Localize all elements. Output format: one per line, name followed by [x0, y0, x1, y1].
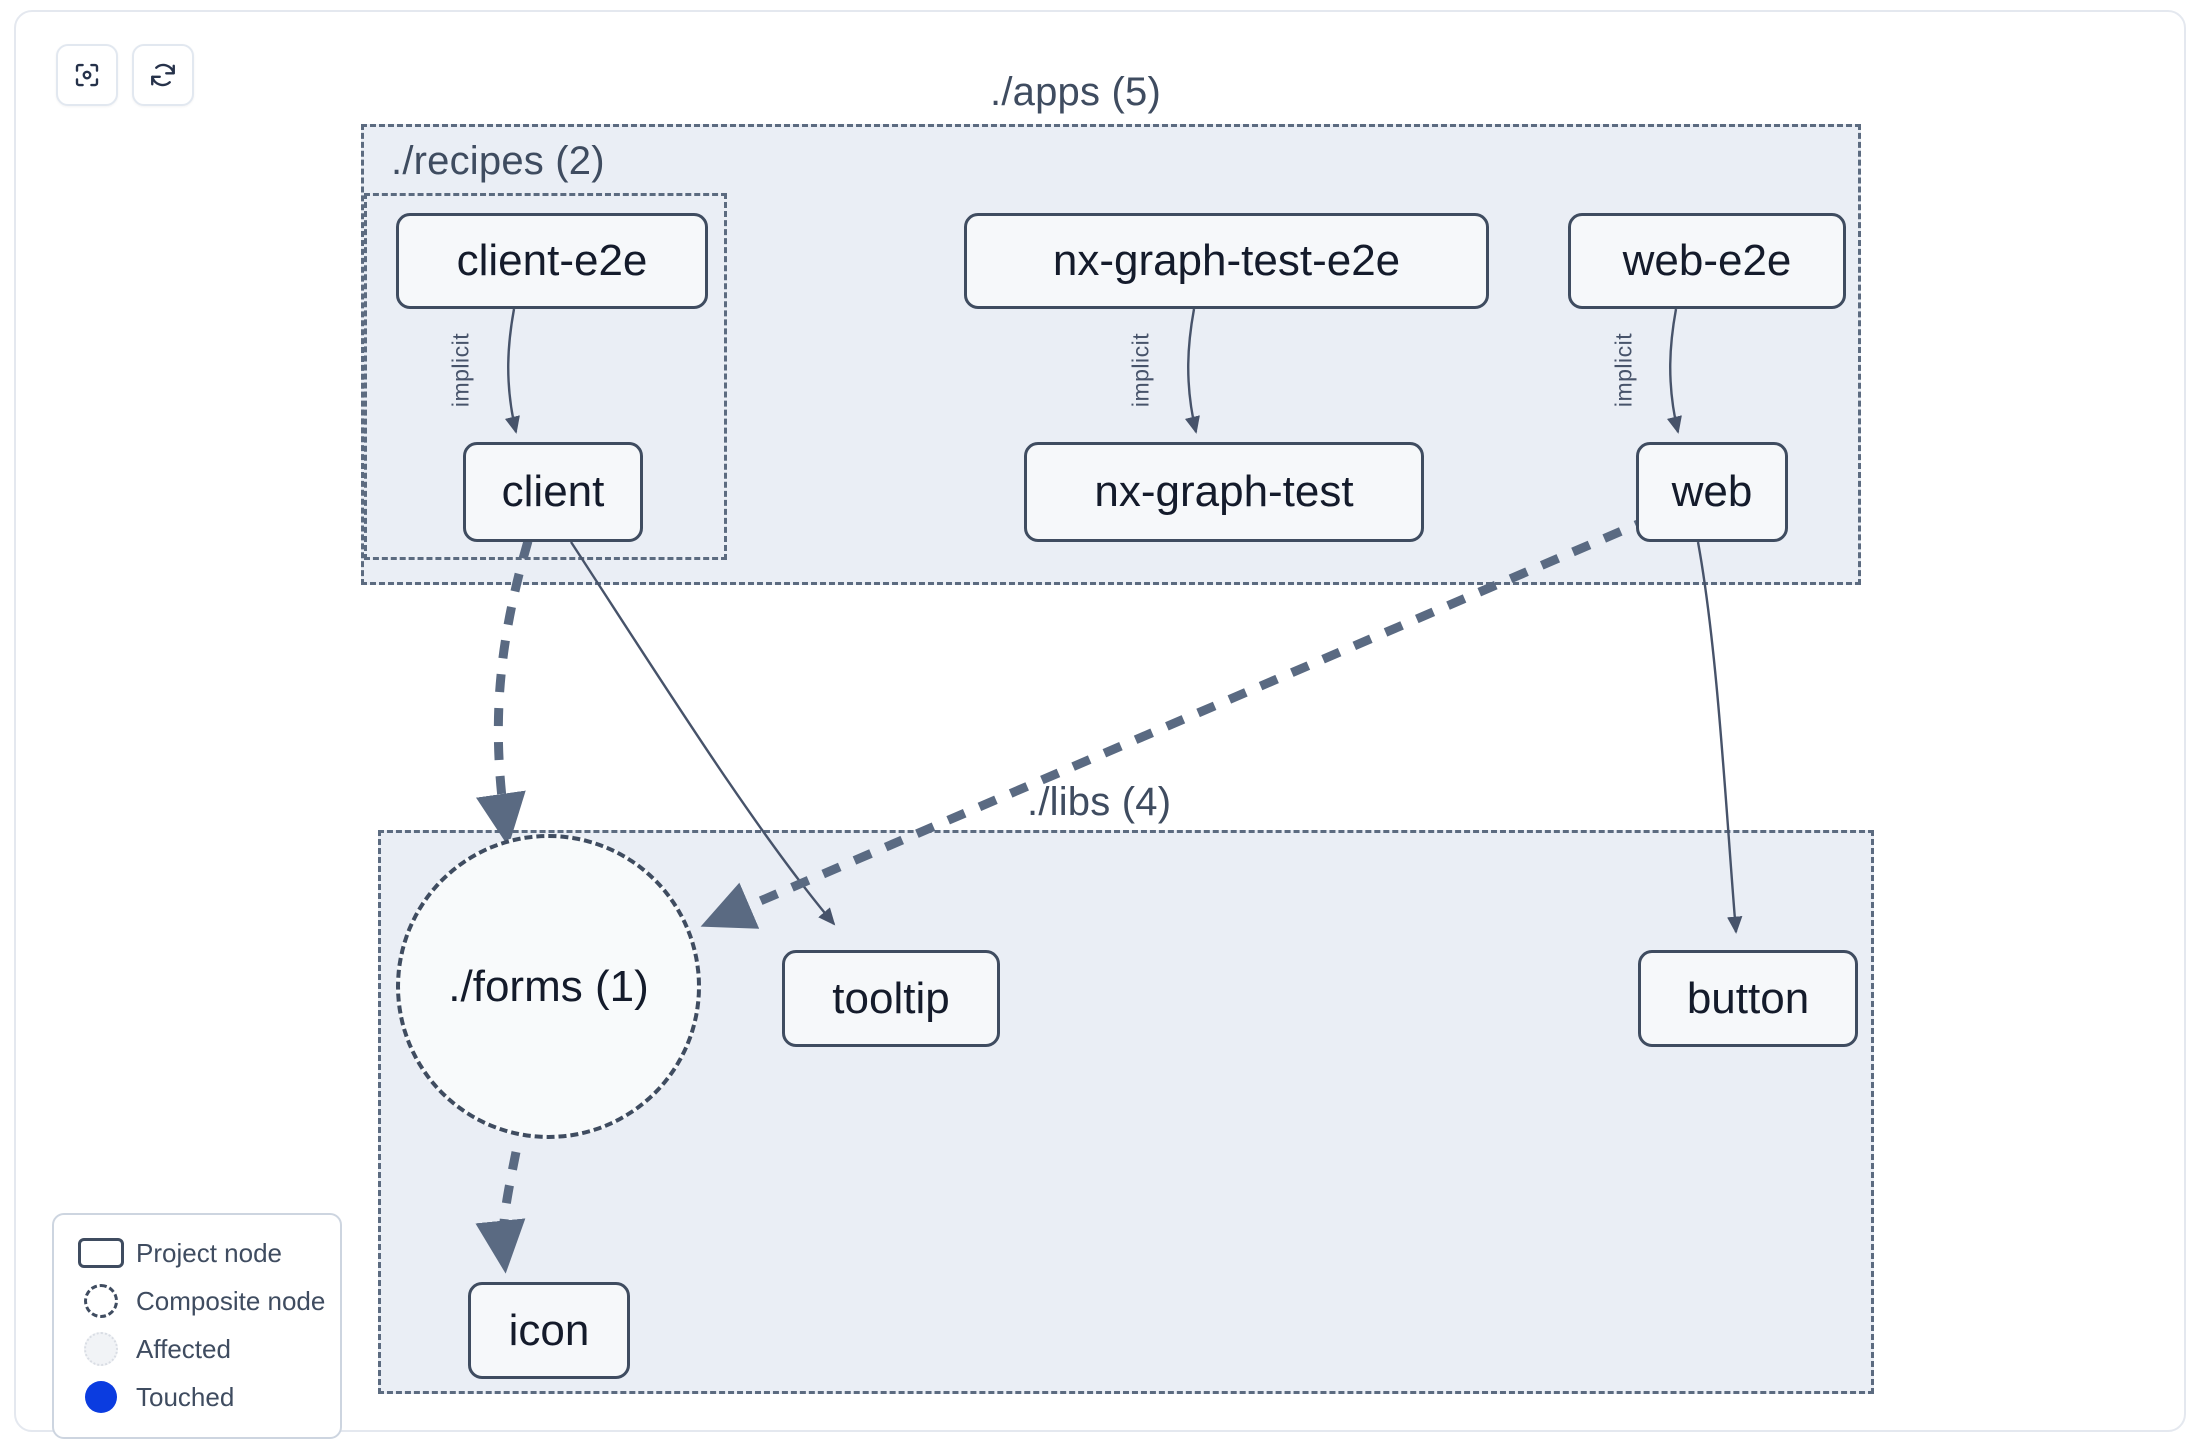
node-button[interactable]: button — [1638, 950, 1858, 1047]
group-libs-label: ./libs (4) — [1021, 780, 1178, 825]
node-client-e2e[interactable]: client-e2e — [396, 213, 708, 309]
edge-label-implicit-client: implicit — [447, 332, 474, 408]
affected-swatch — [72, 1332, 130, 1366]
legend-item-project-node: Project node — [72, 1229, 322, 1277]
legend-label: Project node — [136, 1237, 282, 1268]
node-web-e2e[interactable]: web-e2e — [1568, 213, 1846, 309]
graph-canvas[interactable]: ./apps (5) ./recipes (2) ./libs (4) — [16, 12, 2184, 1430]
touched-swatch — [72, 1381, 130, 1413]
focus-target-icon — [72, 60, 102, 90]
node-client[interactable]: client — [463, 442, 643, 542]
composite-node-swatch — [72, 1284, 130, 1318]
legend-item-composite-node: Composite node — [72, 1277, 326, 1325]
node-web[interactable]: web — [1636, 442, 1788, 542]
node-nx-graph-test[interactable]: nx-graph-test — [1024, 442, 1424, 542]
node-label: button — [1686, 973, 1810, 1023]
group-recipes-label: ./recipes (2) — [391, 139, 605, 183]
graph-panel: ./apps (5) ./recipes (2) ./libs (4) — [14, 10, 2186, 1439]
legend-label: Affected — [136, 1333, 231, 1364]
graph-toolbar — [56, 44, 194, 106]
node-label: ./forms (1) — [448, 961, 649, 1011]
legend-label: Composite node — [136, 1285, 326, 1316]
node-nx-graph-test-e2e[interactable]: nx-graph-test-e2e — [964, 213, 1489, 309]
group-apps-label: ./apps (5) — [984, 70, 1167, 115]
edge-label-implicit-nx-graph-test: implicit — [1127, 332, 1154, 408]
node-label: web-e2e — [1622, 236, 1792, 285]
node-label: icon — [508, 1305, 590, 1355]
refresh-sync-icon — [148, 60, 178, 90]
legend-label: Touched — [136, 1381, 235, 1412]
node-label: client-e2e — [456, 236, 648, 285]
group-recipes[interactable] — [364, 193, 727, 560]
node-label: client — [501, 467, 605, 516]
refresh-graph-button[interactable] — [132, 44, 194, 106]
graph-legend: Project node Composite node Affected Tou… — [52, 1213, 342, 1439]
node-label: web — [1671, 467, 1753, 516]
node-tooltip[interactable]: tooltip — [782, 950, 1000, 1047]
project-node-swatch — [72, 1238, 130, 1268]
node-label: nx-graph-test-e2e — [1052, 236, 1401, 285]
legend-item-affected: Affected — [72, 1325, 322, 1373]
legend-item-touched: Touched — [72, 1373, 322, 1421]
edge-label-implicit-web: implicit — [1610, 332, 1637, 408]
node-label: tooltip — [832, 973, 950, 1023]
node-icon[interactable]: icon — [468, 1282, 630, 1379]
node-forms-composite[interactable]: ./forms (1) — [396, 834, 701, 1139]
focus-graph-button[interactable] — [56, 44, 118, 106]
node-label: nx-graph-test — [1094, 467, 1354, 516]
